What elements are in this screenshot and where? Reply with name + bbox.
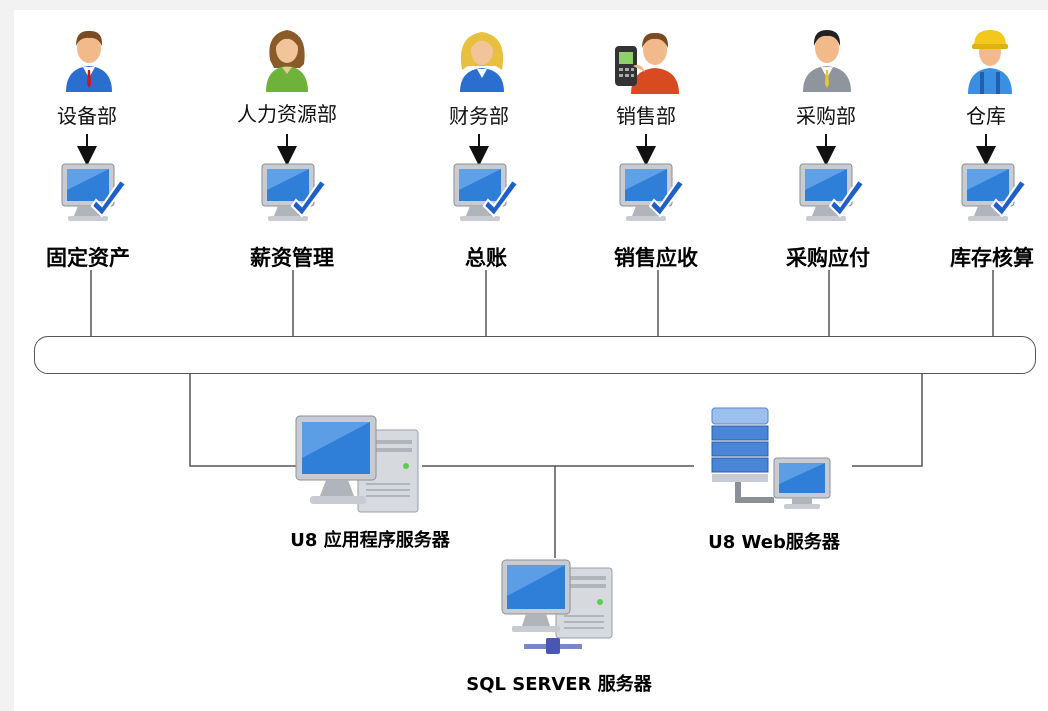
person-grey-suit-icon bbox=[803, 30, 851, 92]
dept-label: 采购部 bbox=[796, 104, 856, 128]
monitor-check-icon bbox=[619, 163, 686, 221]
connection-lines bbox=[77, 134, 996, 558]
module-label: 固定资产 bbox=[46, 246, 130, 270]
person-worker-hardhat-icon bbox=[968, 30, 1012, 94]
module-label: 总账 bbox=[465, 246, 507, 270]
link-bus-web bbox=[852, 374, 923, 467]
dept-label: 人力资源部 bbox=[237, 102, 337, 126]
app-server-label: U8 应用程序服务器 bbox=[290, 530, 450, 551]
module-label: 库存核算 bbox=[950, 246, 1034, 270]
diagram-canvas: 设备部 人力资源部 财务部 销售部 采购部 仓库 bbox=[14, 10, 1048, 711]
person-woman-green-icon bbox=[266, 30, 308, 92]
monitor-check-icon bbox=[261, 163, 328, 221]
desktop-computer-icon bbox=[295, 415, 419, 513]
monitor-check-icon bbox=[961, 163, 1028, 221]
network-bus bbox=[34, 336, 1036, 374]
database-server-icon bbox=[501, 559, 613, 654]
web-server-icon bbox=[711, 407, 831, 509]
person-phone-icon bbox=[615, 32, 679, 94]
dept-label: 设备部 bbox=[57, 104, 117, 128]
monitor-check-icon bbox=[453, 163, 520, 221]
person-blue-suit-icon bbox=[66, 30, 112, 92]
dept-label: 仓库 bbox=[966, 104, 1006, 128]
module-label: 采购应付 bbox=[786, 246, 870, 270]
web-server-label: U8 Web服务器 bbox=[708, 532, 840, 553]
dept-label: 销售部 bbox=[616, 104, 676, 128]
sql-server-label: SQL SERVER 服务器 bbox=[466, 674, 652, 695]
person-woman-blonde-icon bbox=[460, 32, 504, 92]
module-label: 薪资管理 bbox=[250, 246, 334, 270]
module-label: 销售应收 bbox=[614, 246, 698, 270]
link-bus-app bbox=[189, 374, 296, 467]
monitor-check-icon bbox=[799, 163, 866, 221]
dept-label: 财务部 bbox=[449, 104, 509, 128]
monitor-check-icon bbox=[61, 163, 128, 221]
